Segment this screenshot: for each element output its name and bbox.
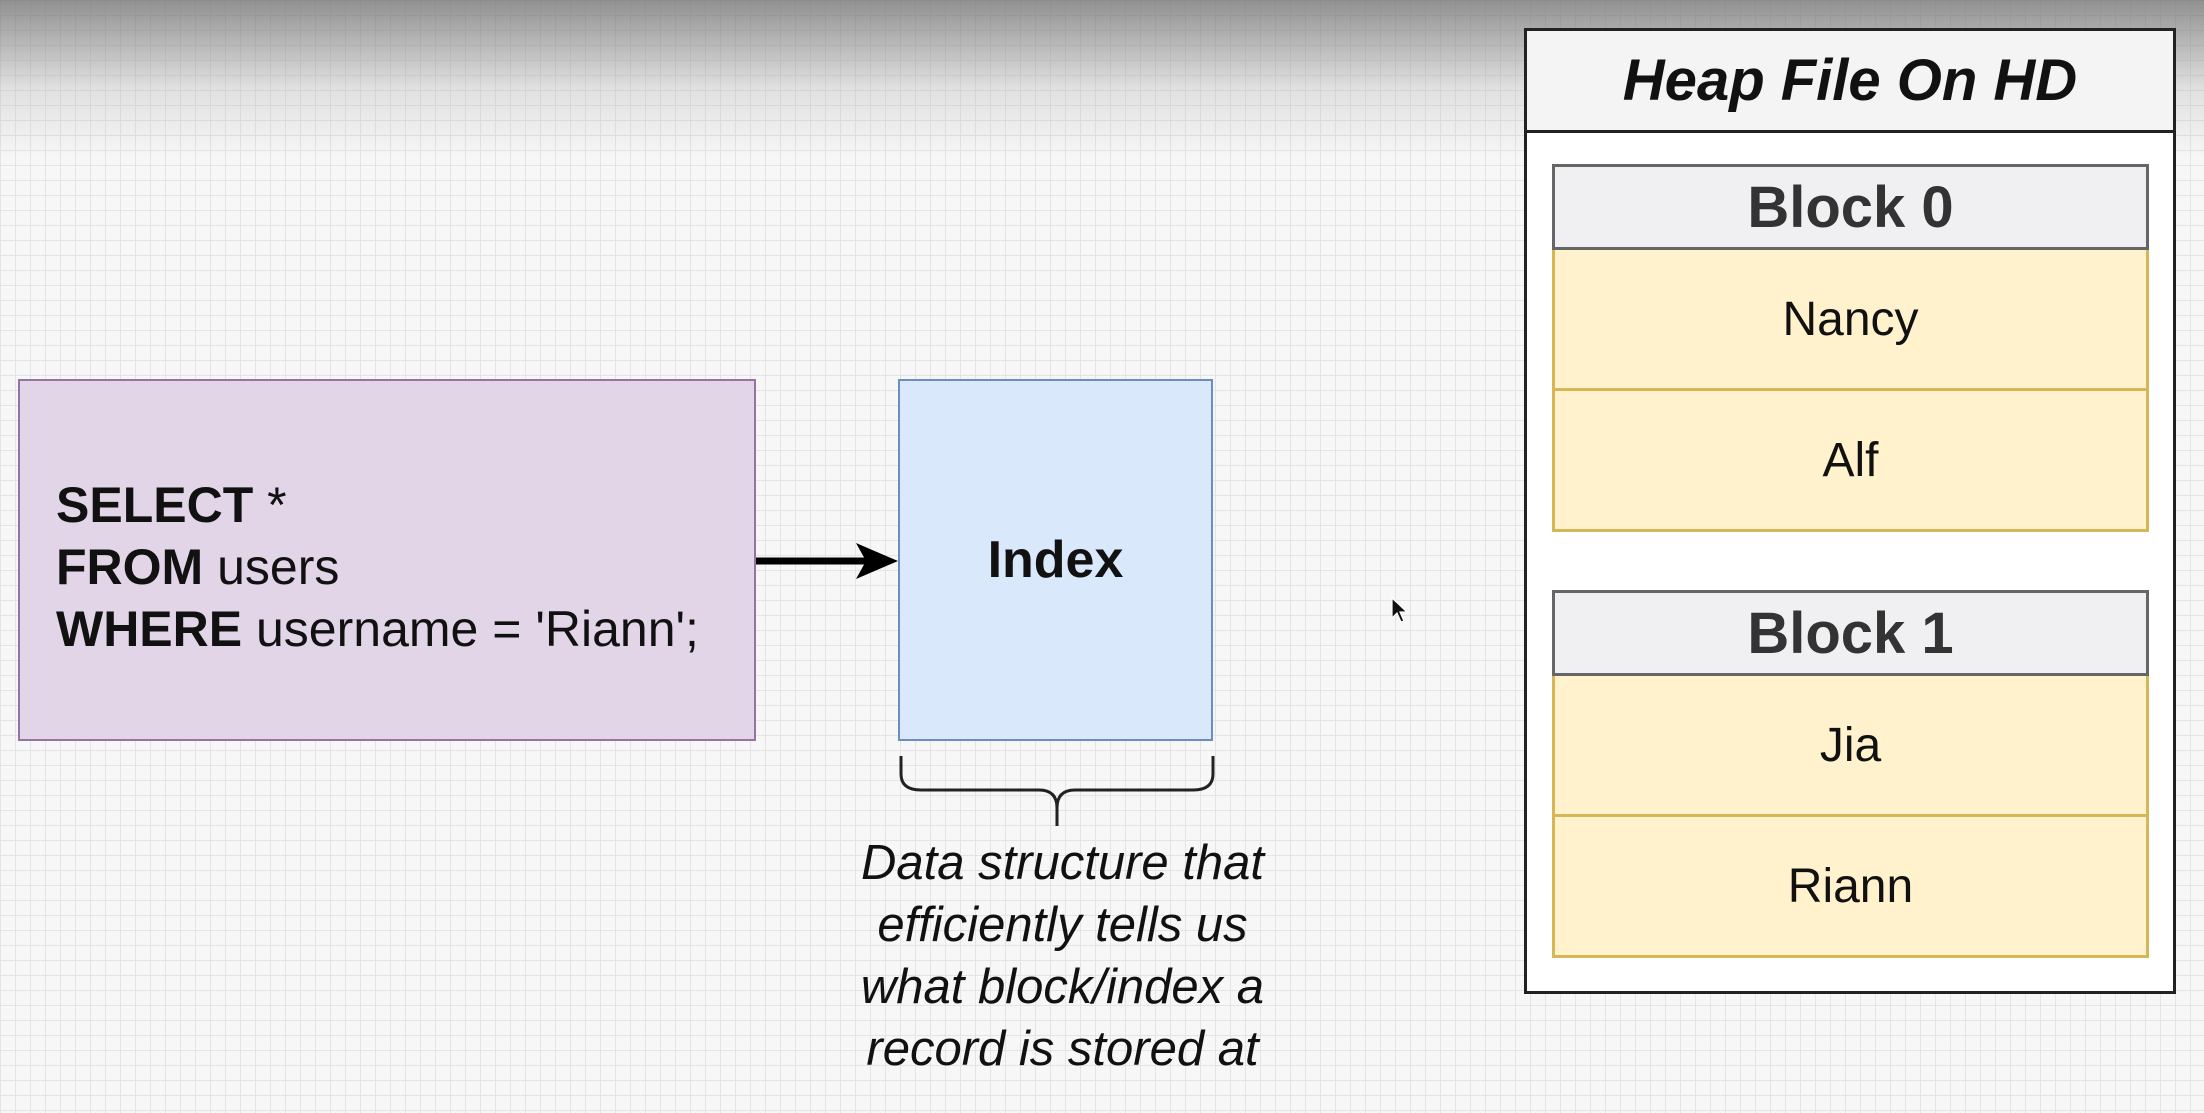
caption-line: efficiently tells us [877,898,1248,952]
caption-line: Data structure that [860,836,1265,890]
index-caption: Data structure that efficiently tells us… [800,832,1325,1080]
record-cell: Riann [1552,817,2149,958]
sql-line-select: SELECT * [56,477,287,533]
mouse-cursor-icon [1391,597,1409,623]
record-cell: Jia [1552,676,2149,817]
record-cell: Nancy [1552,250,2149,391]
query-to-index-arrow [756,543,898,579]
index-brace [899,756,1215,826]
index-label: Index [987,531,1124,589]
block-1: Block 1 Jia Riann [1552,590,2149,958]
sql-query-text: SELECT * FROM users WHERE username = 'Ri… [56,474,699,660]
heap-file-title: Heap File On HD [1527,31,2173,133]
record-cell: Alf [1552,391,2149,532]
index-box: Index [898,379,1213,741]
sql-line-from: FROM users [56,539,340,595]
caption-line: record is stored at [866,1022,1259,1076]
block-0: Block 0 Nancy Alf [1552,164,2149,532]
caption-line: what block/index a [860,960,1265,1014]
block-header: Block 1 [1552,590,2149,676]
sql-line-where: WHERE username = 'Riann'; [56,601,699,657]
block-header: Block 0 [1552,164,2149,250]
heap-file-container: Heap File On HD Block 0 Nancy Alf Block … [1524,28,2176,994]
sql-query-box: SELECT * FROM users WHERE username = 'Ri… [18,379,756,741]
